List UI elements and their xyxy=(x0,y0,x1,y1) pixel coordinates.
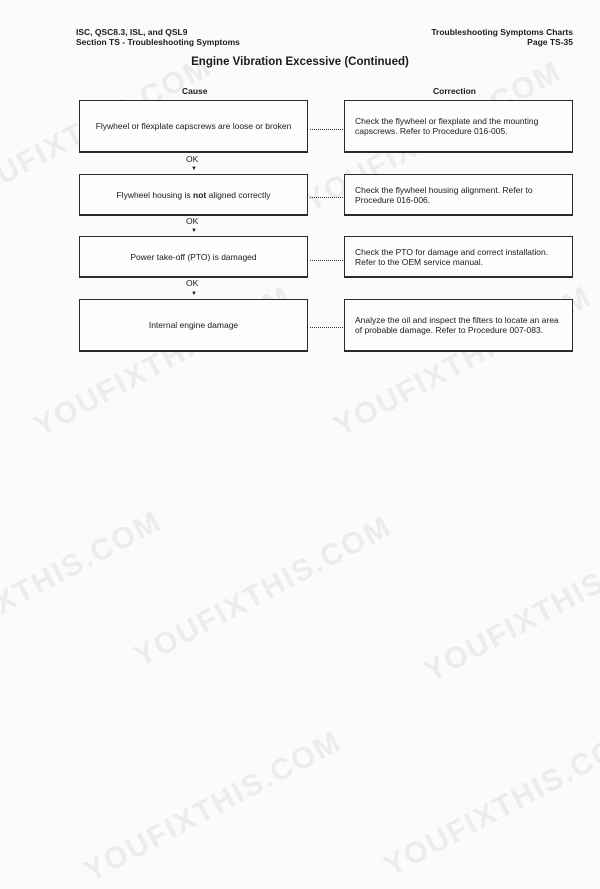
dotted-connector xyxy=(310,129,343,130)
ok-label: OK xyxy=(186,278,199,288)
watermark: YOUFIXTHIS.COM xyxy=(78,724,348,889)
page-header-left: ISC, QSC8.3, ISL, and QSL9 Section TS - … xyxy=(76,27,240,47)
cause-text: Flywheel housing is not aligned correctl… xyxy=(116,189,271,200)
correction-column-header: Correction xyxy=(433,86,476,96)
ok-label: OK xyxy=(186,154,199,164)
watermark: YOUFIXTHIS.COM xyxy=(0,504,168,669)
cause-text: Internal engine damage xyxy=(148,320,239,330)
correction-box: Check the flywheel or flexplate and the … xyxy=(344,100,573,153)
watermark: YOUFIXTHIS.COM xyxy=(418,524,600,689)
correction-text: Analyze the oil and inspect the filters … xyxy=(355,315,559,335)
correction-box: Check the flywheel housing alignment. Re… xyxy=(344,174,573,216)
watermark: YOUFIXTHIS.COM xyxy=(378,719,600,884)
page-title: Engine Vibration Excessive (Continued) xyxy=(191,56,409,68)
section-title: Section TS - Troubleshooting Symptoms xyxy=(76,37,240,47)
cause-text: Power take-off (PTO) is damaged xyxy=(130,251,257,262)
manual-title: ISC, QSC8.3, ISL, and QSL9 xyxy=(76,27,188,37)
correction-text: Check the flywheel housing alignment. Re… xyxy=(355,184,533,205)
down-arrow-icon: ▼ xyxy=(191,291,197,297)
correction-text: Check the flywheel or flexplate and the … xyxy=(355,116,539,136)
correction-text: Check the PTO for damage and correct ins… xyxy=(355,246,549,267)
ok-label: OK xyxy=(186,216,199,226)
cause-text: Flywheel or flexplate capscrews are loos… xyxy=(95,121,292,131)
cause-box: Flywheel or flexplate capscrews are loos… xyxy=(79,100,308,153)
down-arrow-icon: ▼ xyxy=(191,166,197,172)
dotted-connector xyxy=(310,327,343,328)
chart-section-title: Troubleshooting Symptoms Charts xyxy=(431,27,573,37)
page-header-right: Troubleshooting Symptoms Charts Page TS-… xyxy=(431,27,573,47)
correction-box: Analyze the oil and inspect the filters … xyxy=(344,299,573,352)
dotted-connector xyxy=(310,197,343,198)
cause-column-header: Cause xyxy=(182,86,208,96)
watermark: YOUFIXTHIS.COM xyxy=(128,509,398,674)
cause-box: Power take-off (PTO) is damaged xyxy=(79,236,308,278)
cause-box: Flywheel housing is not aligned correctl… xyxy=(79,174,308,216)
page-number: Page TS-35 xyxy=(527,37,573,47)
cause-box: Internal engine damage xyxy=(79,299,308,352)
down-arrow-icon: ▼ xyxy=(191,228,197,234)
dotted-connector xyxy=(310,260,343,261)
correction-box: Check the PTO for damage and correct ins… xyxy=(344,236,573,278)
